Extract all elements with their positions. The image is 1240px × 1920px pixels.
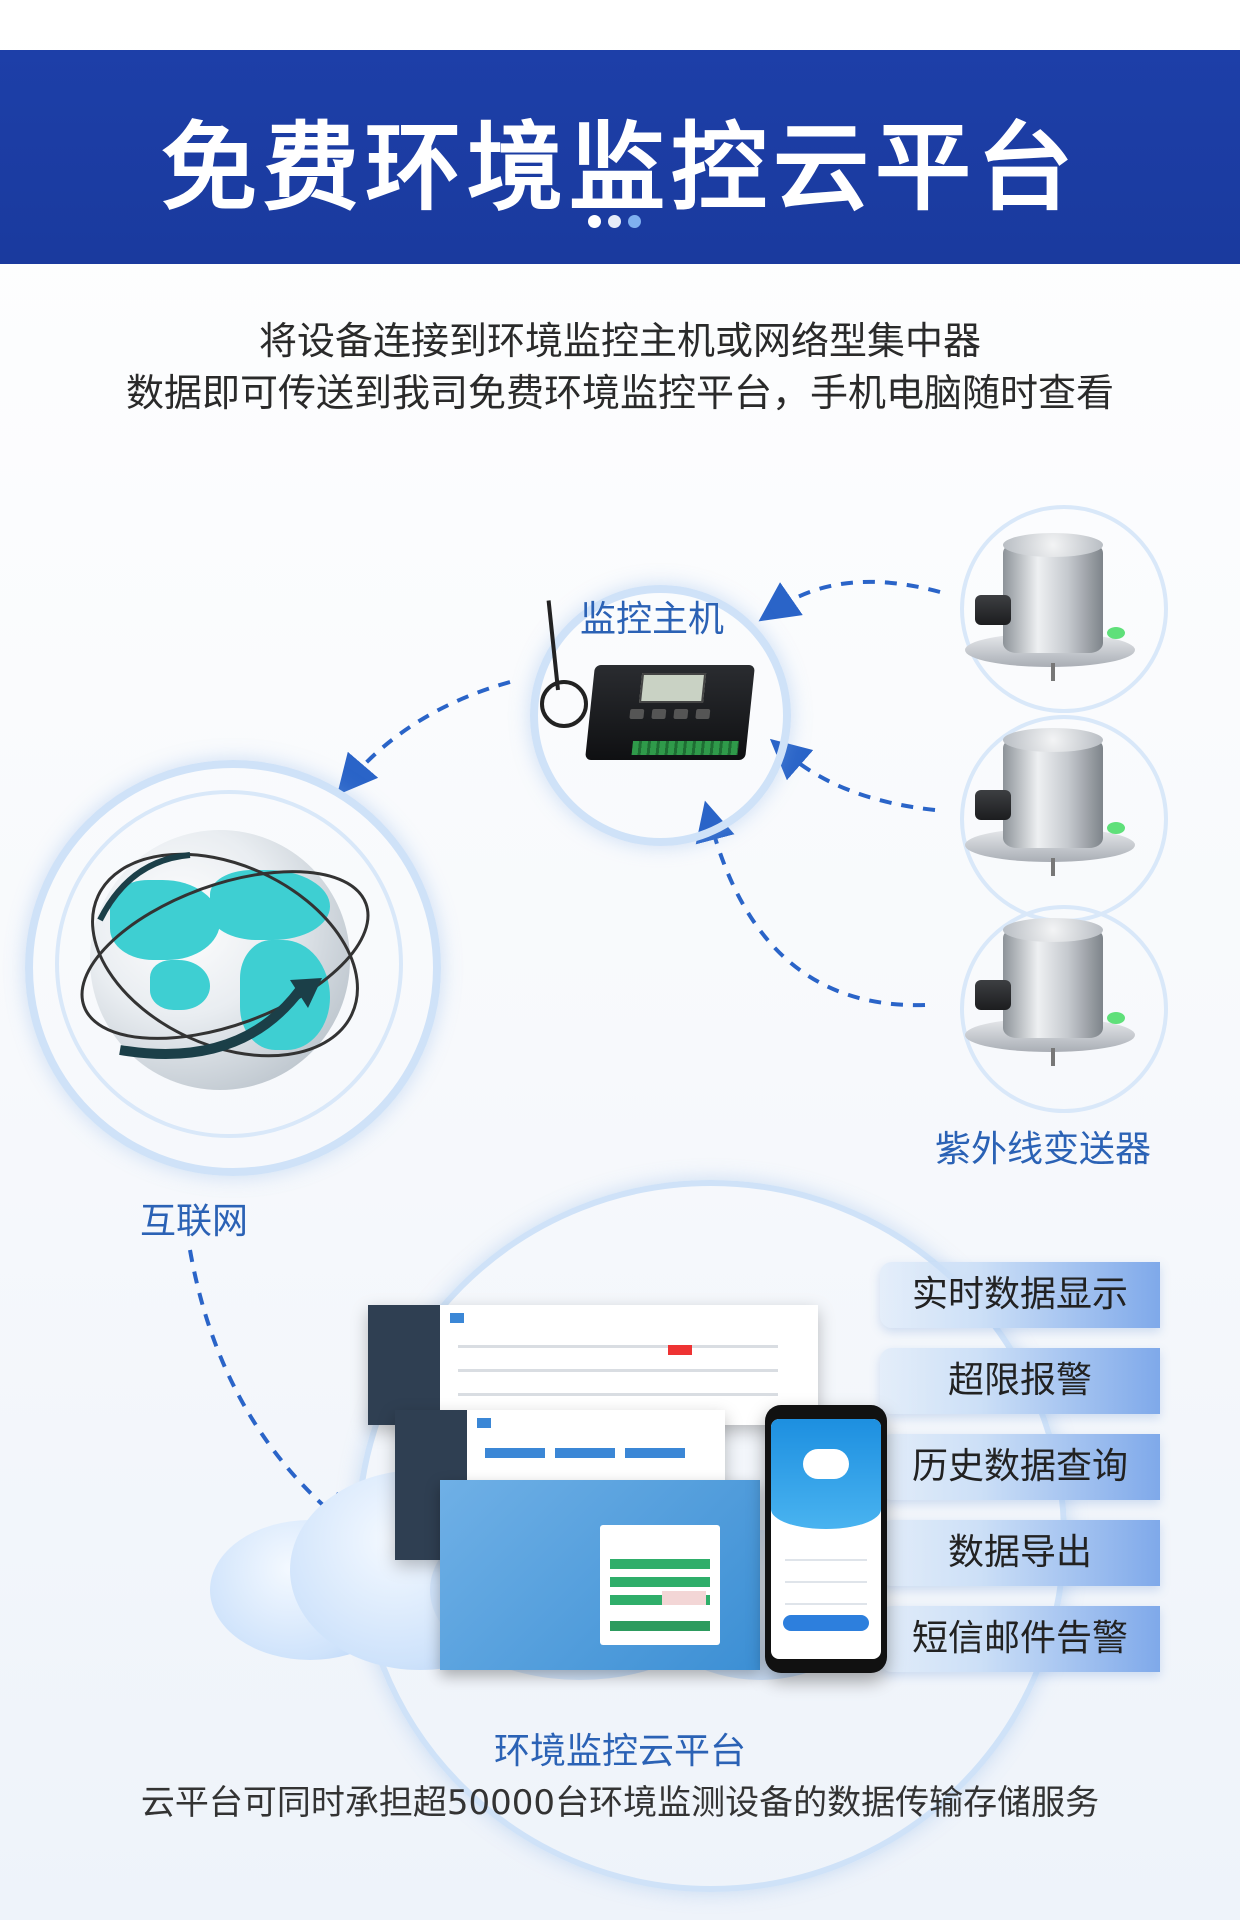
host-label: 监控主机 (580, 599, 725, 640)
feature-data-export: 数据导出 (880, 1520, 1160, 1586)
host-button (629, 709, 645, 719)
phone-login-button (783, 1615, 869, 1631)
mobile-phone (765, 1405, 887, 1673)
page-title: 免费环境监控云平台 (161, 112, 1079, 224)
host-ring (530, 585, 791, 846)
feature-realtime-data: 实时数据显示 (880, 1262, 1160, 1328)
carousel-dots (588, 215, 652, 229)
internet-ring-outer (25, 760, 441, 1176)
carousel-dot-active[interactable] (588, 215, 601, 228)
uv-sensor-icon (965, 525, 1135, 695)
sensor-ring (960, 905, 1168, 1113)
login-card (600, 1525, 720, 1645)
carousel-dot[interactable] (628, 215, 641, 228)
sensor-ring (960, 505, 1168, 713)
sensor-label: 紫外线变送器 (935, 1129, 1152, 1170)
host-button (673, 709, 689, 719)
host-button (651, 709, 667, 719)
internet-ring-inner (55, 790, 403, 1138)
arrow-internet-to-cloud (188, 1249, 356, 1533)
arrow-sensor3-to-host (695, 800, 926, 1008)
platform-description: 云平台可同时承担超50000台环境监测设备的数据传输存储服务 (140, 1783, 1100, 1823)
dashboard-window-back (368, 1305, 818, 1425)
feature-history-query: 历史数据查询 (880, 1434, 1160, 1500)
globe-orbit-arrows (80, 852, 370, 1059)
captcha-box (662, 1591, 706, 1605)
host-terminals (631, 741, 740, 755)
antenna-cable (540, 680, 588, 728)
monitoring-host-device (585, 665, 755, 760)
intro-line-1: 将设备连接到环境监控主机或网络型集中器 (258, 319, 981, 363)
uv-sensor-icon (965, 910, 1135, 1080)
feature-sms-email-alert: 短信邮件告警 (880, 1606, 1160, 1672)
feature-over-limit-alarm: 超限报警 (880, 1348, 1160, 1414)
cloud-logo-icon (803, 1449, 849, 1479)
header-banner: 免费环境监控云平台 (0, 50, 1240, 264)
host-button (695, 709, 711, 719)
host-screen (638, 673, 707, 703)
intro-line-2: 数据即可传送到我司免费环境监控平台，手机电脑随时查看 (125, 371, 1114, 415)
arrow-sensor1-to-host (758, 579, 941, 622)
platform-label: 环境监控云平台 (493, 1731, 746, 1772)
arrow-sensor2-to-host (769, 738, 936, 812)
internet-label: 互联网 (140, 1201, 249, 1242)
carousel-dot[interactable] (608, 215, 621, 228)
arrow-host-to-internet (336, 680, 511, 796)
phone-screen (771, 1419, 881, 1659)
uv-sensor-icon (965, 720, 1135, 890)
